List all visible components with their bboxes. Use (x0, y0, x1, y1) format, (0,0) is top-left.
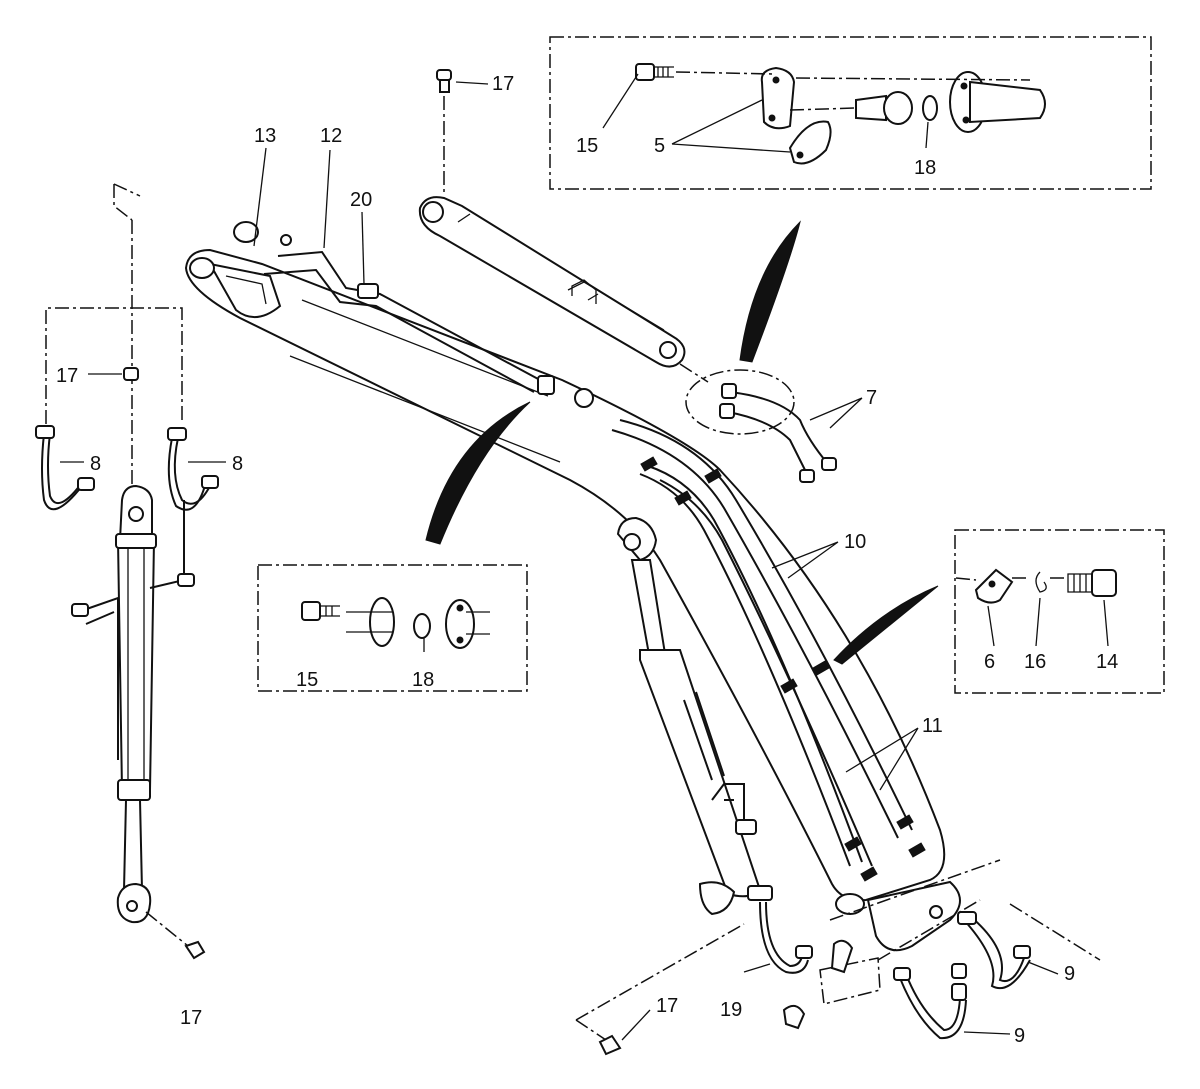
callout-labels: 17 15 5 18 13 12 20 7 17 8 8 10 6 16 14 … (56, 73, 1118, 1047)
callout-5: 5 (654, 135, 665, 157)
callout-19: 19 (720, 999, 742, 1021)
hoses-8 (35, 425, 226, 511)
highlight-wedge-top (739, 220, 801, 363)
detail-box-boom-clamp (549, 36, 1152, 190)
leader-13 (253, 147, 267, 247)
callout-15-detail-top: 15 (576, 135, 598, 157)
callout-17-bottom-left: 17 (180, 1007, 202, 1029)
callout-8-right: 8 (232, 453, 243, 475)
grease-fitting-top (436, 69, 489, 196)
callout-6: 6 (984, 651, 995, 673)
callout-17-bottom-centre: 17 (656, 995, 678, 1017)
callout-10: 10 (844, 531, 866, 553)
highlight-wedge-right (833, 585, 939, 665)
callout-8-left: 8 (90, 453, 101, 475)
callout-17-top: 17 (492, 73, 514, 95)
detail-box-clip (954, 529, 1165, 694)
callout-14: 14 (1096, 651, 1118, 673)
callout-11: 11 (922, 715, 943, 737)
callout-18-detail-mid: 18 (412, 669, 434, 691)
main-boom (184, 248, 961, 952)
callout-9-lower: 9 (1014, 1025, 1025, 1047)
callout-18-detail-top: 18 (914, 157, 936, 179)
bolt-part (635, 63, 674, 81)
grease-fitting-bottom-left (145, 911, 206, 960)
callout-16: 16 (1024, 651, 1046, 673)
bucket-cylinder (616, 516, 813, 974)
callout-9-upper: 9 (1064, 963, 1075, 985)
hose-detail-7 (679, 363, 863, 483)
clamp-half-upper (760, 66, 796, 130)
left-bracket (45, 307, 183, 424)
callout-12: 12 (320, 125, 342, 147)
flange-pipe (949, 71, 1046, 133)
highlight-wedge-mid (425, 401, 531, 545)
callout-7: 7 (866, 387, 877, 409)
leader-20 (361, 211, 365, 285)
grease-fitting-bottom-centre (575, 923, 745, 1056)
hoses-9 (782, 859, 1101, 1040)
boom-hydraulic-lines (233, 221, 926, 882)
callout-15-detail-mid: 15 (296, 669, 318, 691)
leader-11 (845, 727, 919, 791)
arm-cylinder (418, 196, 686, 368)
boom-cylinder-left (71, 183, 195, 924)
clamp-half-lower (788, 120, 832, 165)
pipe-fitting (855, 91, 913, 125)
callout-20: 20 (350, 189, 372, 211)
o-ring (922, 95, 938, 121)
detail-box-flange (257, 564, 528, 692)
leader-12 (323, 149, 331, 249)
leader-10 (771, 541, 839, 579)
callout-13: 13 (254, 125, 276, 147)
callout-17-left: 17 (56, 365, 78, 387)
